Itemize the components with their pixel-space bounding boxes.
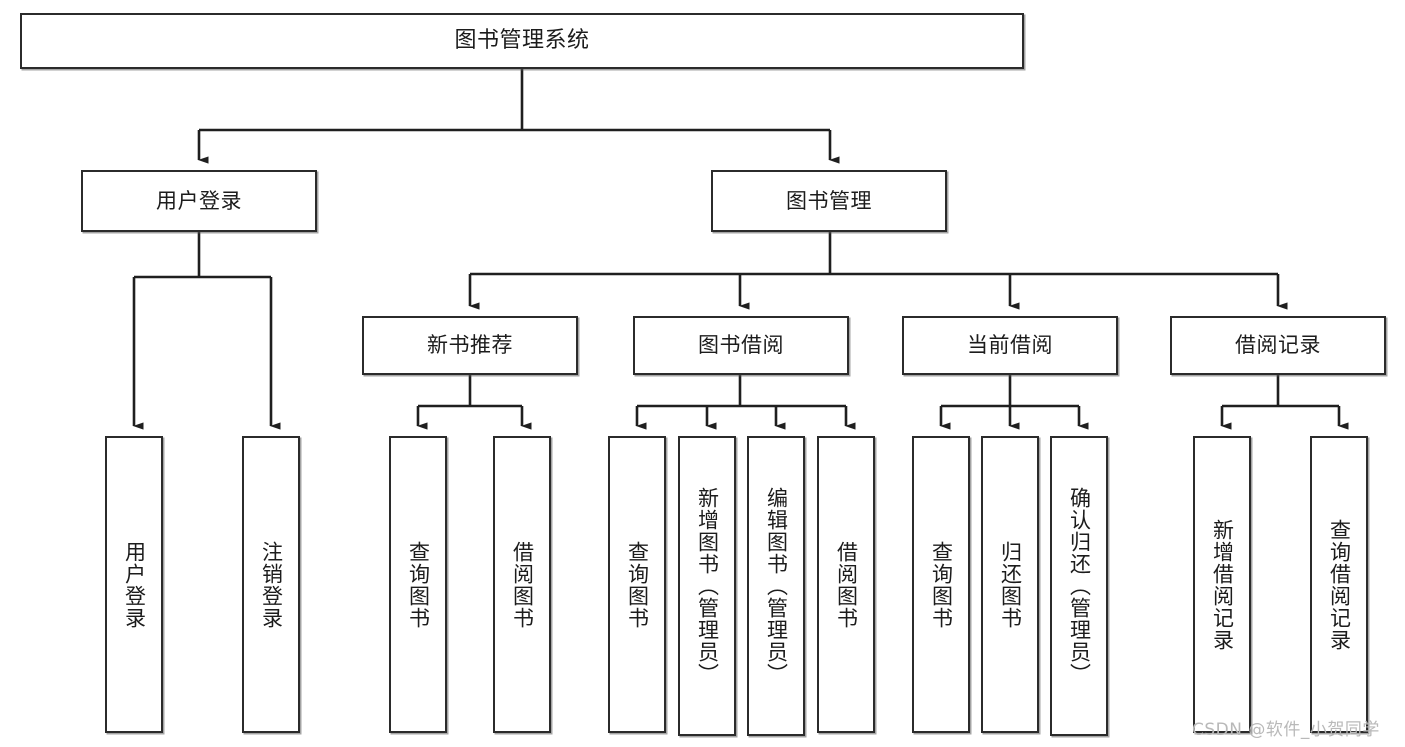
node-label: 查询图书 xyxy=(625,540,650,629)
leaf-book-borrow-3[interactable]: 编辑图书（管理员） xyxy=(747,436,805,736)
node-new-book-recommend[interactable]: 新书推荐 xyxy=(362,316,578,375)
node-book-manage[interactable]: 图书管理 xyxy=(711,170,947,232)
node-book-borrow[interactable]: 图书借阅 xyxy=(633,316,849,375)
node-label: 图书借阅 xyxy=(698,333,784,357)
leaf-book-borrow-4[interactable]: 借阅图书 xyxy=(817,436,875,733)
node-label: 借阅图书 xyxy=(834,540,859,629)
node-label: 借阅记录 xyxy=(1235,333,1321,357)
leaf-book-borrow-2[interactable]: 新增图书（管理员） xyxy=(678,436,736,736)
node-label: 图书管理系统 xyxy=(454,28,590,53)
node-label: 查询图书 xyxy=(929,540,954,629)
node-label: 确认归还（管理员） xyxy=(1067,487,1092,685)
node-label: 新书推荐 xyxy=(427,333,513,357)
node-label: 图书管理 xyxy=(786,188,872,213)
leaf-user-login-1[interactable]: 用户登录 xyxy=(105,436,163,733)
leaf-current-borrow-2[interactable]: 归还图书 xyxy=(981,436,1039,733)
node-label: 查询借阅记录 xyxy=(1327,518,1352,651)
node-current-borrow[interactable]: 当前借阅 xyxy=(902,316,1118,375)
node-label: 用户登录 xyxy=(122,540,147,629)
leaf-new-book-rec-1[interactable]: 查询图书 xyxy=(389,436,447,733)
node-label: 新增借阅记录 xyxy=(1210,518,1235,651)
node-label: 注销登录 xyxy=(259,540,284,629)
leaf-current-borrow-3[interactable]: 确认归还（管理员） xyxy=(1050,436,1108,736)
node-label: 当前借阅 xyxy=(967,333,1053,357)
node-user-login[interactable]: 用户登录 xyxy=(81,170,317,232)
leaf-current-borrow-1[interactable]: 查询图书 xyxy=(912,436,970,733)
node-borrow-record[interactable]: 借阅记录 xyxy=(1170,316,1386,375)
leaf-borrow-record-1[interactable]: 新增借阅记录 xyxy=(1193,436,1251,733)
leaf-user-login-2[interactable]: 注销登录 xyxy=(242,436,300,733)
node-label: 借阅图书 xyxy=(510,540,535,629)
node-label: 用户登录 xyxy=(156,188,242,213)
leaf-new-book-rec-2[interactable]: 借阅图书 xyxy=(493,436,551,733)
node-label: 归还图书 xyxy=(998,540,1023,629)
node-label: 编辑图书（管理员） xyxy=(764,487,789,685)
leaf-borrow-record-2[interactable]: 查询借阅记录 xyxy=(1310,436,1368,733)
watermark-csdn: CSDN @软件_小贺同学 xyxy=(1192,720,1380,740)
node-label: 查询图书 xyxy=(406,540,431,629)
node-label: 新增图书（管理员） xyxy=(695,487,720,685)
leaf-book-borrow-1[interactable]: 查询图书 xyxy=(608,436,666,733)
node-root-system[interactable]: 图书管理系统 xyxy=(20,13,1024,69)
